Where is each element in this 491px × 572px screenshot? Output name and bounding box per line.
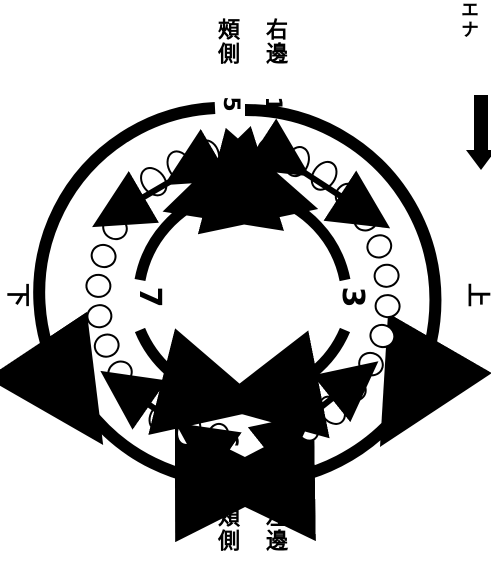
step-3: 3 xyxy=(335,287,370,308)
step-7: 7 xyxy=(132,287,167,308)
lower-tooth xyxy=(89,242,118,270)
label-lower-right: 頰側 xyxy=(210,18,242,66)
direction-arrow-icon xyxy=(466,95,491,170)
step-4: 4 xyxy=(257,147,282,162)
upper-tooth xyxy=(375,294,400,318)
label-lower: 下 xyxy=(4,283,32,307)
lower-tooth xyxy=(86,274,111,298)
lower-tooth xyxy=(104,357,136,388)
upper-tooth xyxy=(368,322,397,350)
label-upper-right: 右邊 xyxy=(258,18,290,66)
corner-label: エナ xyxy=(455,0,481,40)
step-6: 6 xyxy=(216,432,241,447)
upper-tooth xyxy=(364,232,394,261)
step-5: 5 xyxy=(218,96,243,111)
step-8: 8 xyxy=(216,147,241,162)
upper-tooth xyxy=(355,349,387,380)
inner-arrows-upper xyxy=(265,195,345,395)
label-lower-left: 頰側 xyxy=(210,505,242,553)
lower-tooth xyxy=(86,304,113,329)
lower-tooth xyxy=(92,331,122,360)
step-2: 2 xyxy=(260,432,285,447)
label-upper-left: 左邊 xyxy=(258,505,290,553)
lower-tooth xyxy=(99,213,131,244)
upper-tooth xyxy=(373,263,400,288)
label-upper: 上 xyxy=(464,283,491,307)
step-1: 1 xyxy=(260,96,285,111)
